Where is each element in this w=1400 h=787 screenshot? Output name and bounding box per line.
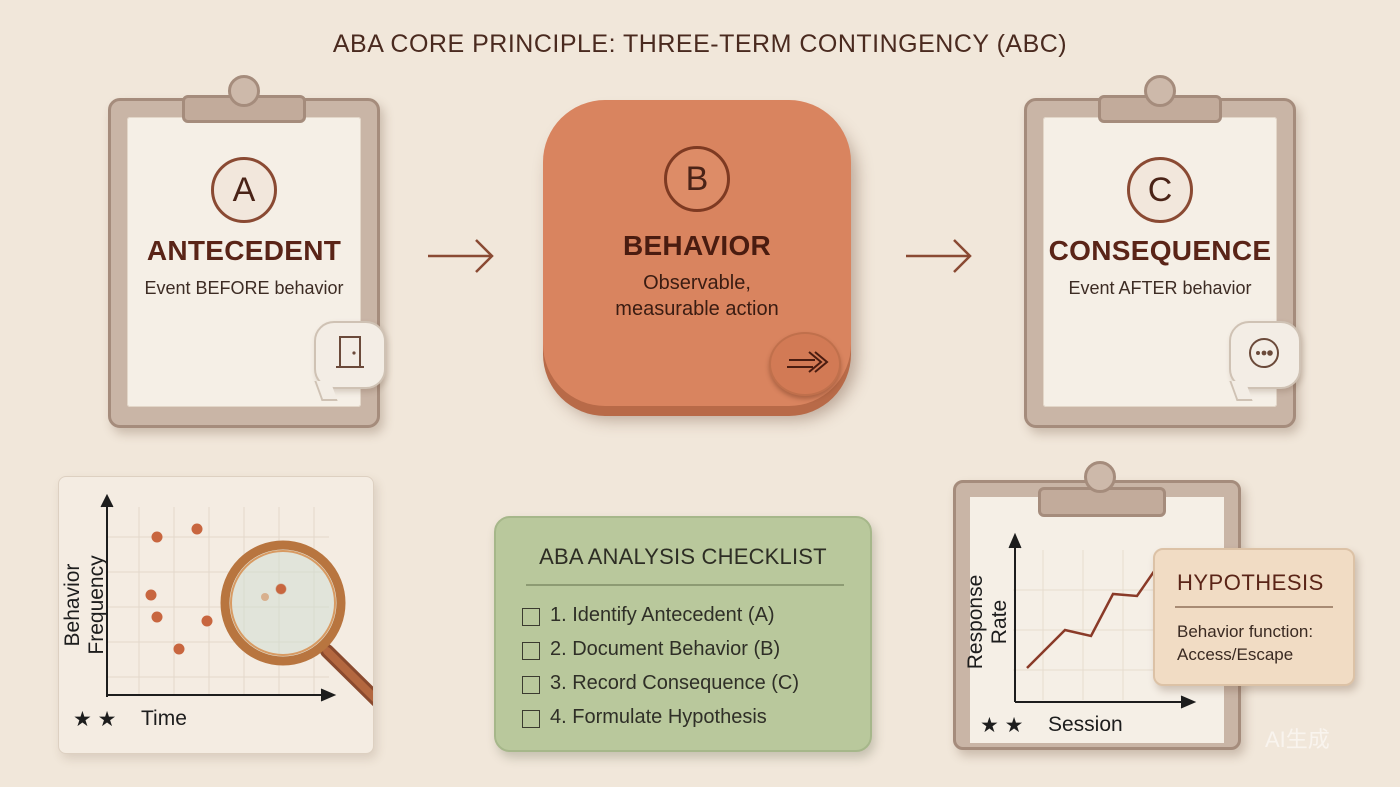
data-point — [145, 589, 157, 601]
frequency-stars: ★ ★ — [73, 708, 117, 731]
checkbox[interactable] — [522, 608, 540, 626]
checklist-item-label: 2. Document Behavior (B) — [550, 638, 781, 660]
response-y-axis-label: Response Rate — [964, 574, 1011, 670]
arrow-a-to-b-icon — [428, 239, 494, 273]
checklist-item-label: 1. Identify Antecedent (A) — [550, 604, 775, 626]
checklist-item-label: 4. Formulate Hypothesis — [550, 706, 767, 728]
clipboard-ring — [1144, 75, 1176, 107]
frequency-y-axis-label: Behavior Frequency — [61, 555, 108, 655]
behavior-description-1: Observable, — [643, 272, 751, 294]
checkbox[interactable] — [522, 710, 540, 728]
hypothesis-line-1: Behavior function: — [1177, 622, 1314, 641]
antecedent-heading: ANTECEDENT — [146, 235, 342, 266]
checkbox[interactable] — [522, 642, 540, 660]
antecedent-letter: A — [211, 157, 277, 223]
hypothesis-text: Behavior function: Access/Escape — [1177, 620, 1313, 666]
clipboard-ring — [228, 75, 260, 107]
frequency-chart — [100, 493, 373, 707]
data-point — [191, 523, 203, 535]
antecedent-description: Event BEFORE behavior — [144, 278, 344, 298]
checklist-item-label: 3. Record Consequence (C) — [550, 672, 800, 694]
hypothesis-divider — [1175, 606, 1333, 608]
data-point — [173, 643, 185, 655]
response-chart — [1008, 532, 1197, 709]
behavior-heading: BEHAVIOR — [622, 230, 772, 261]
speech-dots-icon — [1229, 321, 1301, 389]
consequence-heading: CONSEQUENCE — [1048, 235, 1272, 266]
magnifier-icon — [220, 540, 373, 707]
diagram-title: ABA CORE PRINCIPLE: THREE-TERM CONTINGEN… — [332, 30, 1068, 58]
hypothesis-title: HYPOTHESIS — [1177, 570, 1324, 595]
hypothesis-card: HYPOTHESIS Behavior function: Access/Esc… — [1153, 548, 1355, 686]
response-x-axis-label: Session — [1048, 713, 1123, 736]
watermark: AI生成 — [1265, 727, 1330, 752]
response-line — [1026, 569, 1157, 669]
checklist-divider — [526, 584, 844, 586]
frequency-x-axis-label: Time — [141, 707, 187, 730]
response-stars: ★ ★ — [980, 714, 1024, 737]
data-point — [151, 531, 163, 543]
analysis-checklist: ABA ANALYSIS CHECKLIST 1. Identify Antec… — [494, 516, 872, 752]
behavior-description-2: measurable action — [615, 298, 779, 320]
checkbox[interactable] — [522, 676, 540, 694]
antecedent-card: A ANTECEDENT Event BEFORE behavior — [108, 75, 386, 428]
data-point — [201, 615, 213, 627]
consequence-letter: C — [1127, 157, 1193, 223]
behavior-letter: B — [664, 146, 730, 212]
checklist-title: ABA ANALYSIS CHECKLIST — [539, 544, 827, 569]
behavior-card: B BEHAVIOR Observable, measurable action — [543, 100, 851, 406]
consequence-card: C CONSEQUENCE Event AFTER behavior — [1024, 75, 1301, 428]
data-point — [151, 611, 163, 623]
clipboard-ring — [1084, 461, 1116, 493]
door-icon — [314, 321, 386, 389]
motion-arrow-icon — [769, 332, 841, 396]
hypothesis-line-2: Access/Escape — [1177, 645, 1294, 664]
consequence-description: Event AFTER behavior — [1068, 278, 1252, 298]
frequency-chart-panel: Behavior Frequency ★ ★ Time — [58, 476, 374, 754]
arrow-b-to-c-icon — [906, 239, 972, 273]
